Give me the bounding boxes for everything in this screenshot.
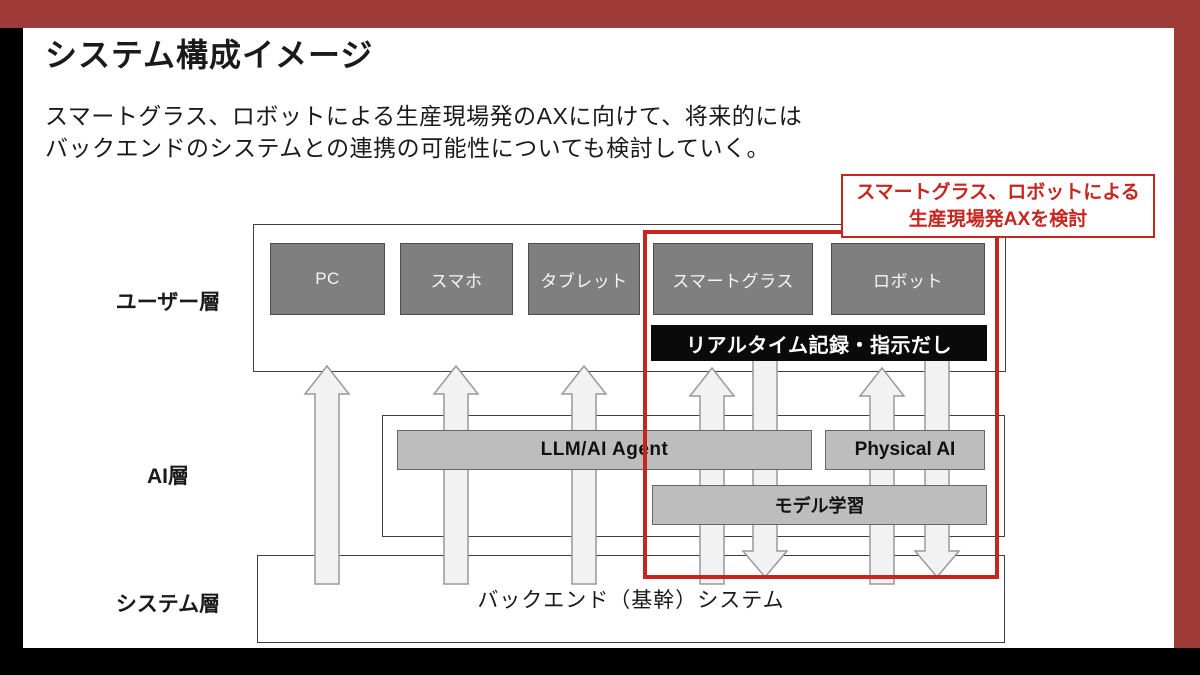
layer-label-ai: AI層 — [147, 465, 189, 488]
device-box-pc: PC — [270, 243, 385, 315]
device-box-smartglass: スマートグラス — [653, 243, 813, 315]
slide-subtitle: スマートグラス、ロボットによる生産現場発のAXに向けて、将来的には バックエンド… — [45, 100, 925, 164]
top-maroon-band — [0, 0, 1200, 28]
user-layer-container — [253, 224, 1006, 372]
left-black-strip — [0, 28, 23, 675]
slide-title: システム構成イメージ — [45, 37, 374, 73]
device-box-smartphone: スマホ — [400, 243, 513, 315]
model-training-bar: モデル学習 — [652, 485, 987, 525]
subtitle-line-2: バックエンドのシステムとの連携の可能性についても検討していく。 — [45, 135, 771, 161]
layer-label-system: システム層 — [115, 593, 221, 616]
up-arrow-icon — [303, 364, 351, 585]
bottom-black-band — [0, 648, 1200, 675]
callout-line-2: 生産現場発AXを検討 — [908, 209, 1088, 230]
backend-system-label: バックエンド（基幹）システム — [477, 589, 785, 612]
layer-label-user: ユーザー層 — [115, 291, 221, 314]
device-box-robot: ロボット — [831, 243, 985, 315]
realtime-record-bar: リアルタイム記録・指示だし — [651, 325, 987, 361]
right-maroon-strip — [1174, 0, 1200, 648]
physical-ai-bar: Physical AI — [825, 430, 985, 470]
callout-line-1: スマートグラス、ロボットによる — [856, 182, 1140, 203]
callout-box: スマートグラス、ロボットによる 生産現場発AXを検討 — [841, 174, 1155, 238]
llm-ai-agent-bar: LLM/AI Agent — [397, 430, 812, 470]
subtitle-line-1: スマートグラス、ロボットによる生産現場発のAXに向けて、将来的には — [45, 103, 803, 129]
device-box-tablet: タブレット — [528, 243, 640, 315]
